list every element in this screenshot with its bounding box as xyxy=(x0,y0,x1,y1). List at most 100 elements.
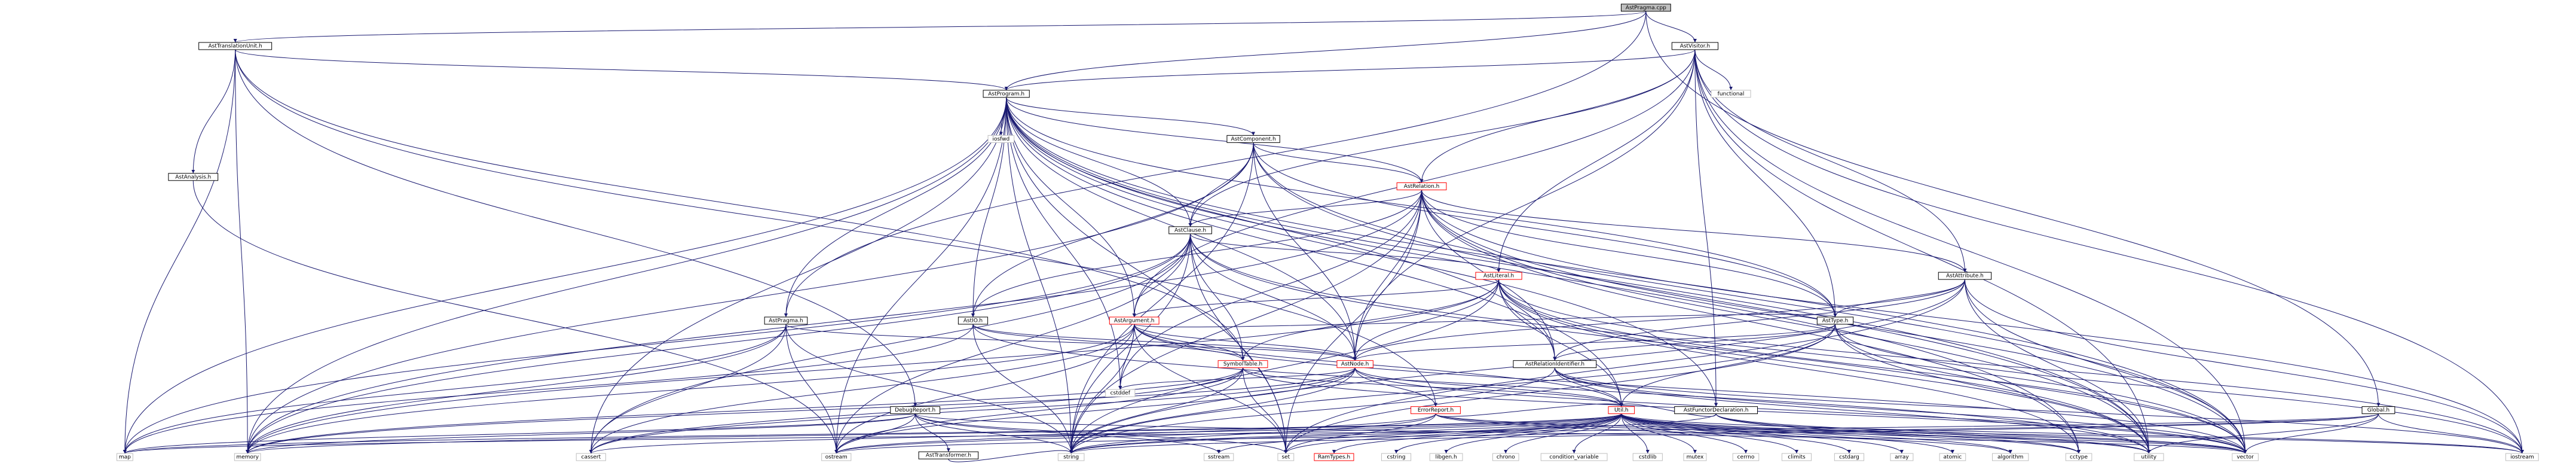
node-functional[interactable]: functional xyxy=(1711,90,1751,98)
node-memory[interactable]: memory xyxy=(234,453,261,461)
node-chrono[interactable]: chrono xyxy=(1492,453,1519,461)
node-ostream[interactable]: ostream xyxy=(821,453,852,461)
node-set[interactable]: set xyxy=(1277,453,1295,461)
node-analysis[interactable]: AstAnalysis.h xyxy=(168,173,219,181)
node-climits[interactable]: climits xyxy=(1781,453,1812,461)
node-box xyxy=(1711,90,1751,98)
node-relation[interactable]: AstRelation.h xyxy=(1396,182,1447,190)
node-string[interactable]: string xyxy=(1057,453,1085,461)
node-label: atomic xyxy=(1944,455,1962,461)
node-label: vector xyxy=(2237,455,2254,461)
node-symboltable[interactable]: SymbolTable.h xyxy=(1217,360,1268,368)
edge-util-to-ramtypes xyxy=(1332,413,1622,454)
node-program[interactable]: AstProgram.h xyxy=(983,90,1030,98)
node-label: functional xyxy=(1718,91,1745,97)
edge-relation-to-iostream xyxy=(1421,190,2524,454)
edge-util-to-utility xyxy=(1621,413,2151,454)
node-cstdarg[interactable]: cstdarg xyxy=(1834,453,1865,461)
edge-program-to-relation xyxy=(1006,97,1424,183)
edge-literal-to-memory xyxy=(246,279,1500,454)
node-box xyxy=(1429,453,1463,461)
node-box xyxy=(1217,360,1268,368)
node-box xyxy=(1620,4,1671,12)
node-cctype[interactable]: cctype xyxy=(2065,453,2092,461)
node-asttype[interactable]: AstType.h xyxy=(1816,316,1854,325)
node-attribute[interactable]: AstAttribute.h xyxy=(1938,272,1992,280)
node-debugreport[interactable]: DebugReport.h xyxy=(890,406,941,415)
node-label: AstTranslationUnit.h xyxy=(208,43,262,49)
node-label: AstTransformer.h xyxy=(926,453,971,459)
node-vector[interactable]: vector xyxy=(2232,453,2259,461)
edge-tu-to-program xyxy=(235,49,1008,91)
node-box xyxy=(198,42,273,50)
node-label: AstIO.h xyxy=(963,318,983,324)
edge-asttype-to-vector xyxy=(1835,324,2247,454)
node-label: utility xyxy=(2141,455,2157,461)
node-astio[interactable]: AstIO.h xyxy=(957,316,989,325)
edge-clause-to-map xyxy=(123,233,1191,454)
node-algorithm[interactable]: algorithm xyxy=(1992,453,2029,461)
node-atomic[interactable]: atomic xyxy=(1939,453,1966,461)
node-global[interactable]: Global.h xyxy=(2361,406,2396,415)
node-box xyxy=(1674,406,1758,415)
node-iosfwd[interactable]: iosfwd xyxy=(987,135,1015,143)
edge-symboltable-to-set xyxy=(1243,367,1288,454)
node-errorreport[interactable]: ErrorReport.h xyxy=(1411,406,1461,415)
node-label: RamTypes.h xyxy=(1318,455,1350,461)
node-clause[interactable]: AstClause.h xyxy=(1168,226,1212,234)
node-sstream[interactable]: sstream xyxy=(1204,453,1234,461)
node-cassert[interactable]: cassert xyxy=(576,453,606,461)
node-condvar[interactable]: condition_variable xyxy=(1540,453,1608,461)
node-box xyxy=(1109,316,1159,325)
node-cstddef[interactable]: cstddef xyxy=(1105,389,1136,397)
edge-astio-to-astnode xyxy=(972,324,1357,361)
edge-relation-to-cctype xyxy=(1421,190,2081,454)
node-component[interactable]: AstComponent.h xyxy=(1226,135,1280,143)
edge-argument-to-asttype xyxy=(1134,313,1837,328)
node-pragmah[interactable]: AstPragma.h xyxy=(764,316,808,325)
edge-astnode-to-util xyxy=(1354,367,1623,407)
node-functor[interactable]: AstFunctorDeclaration.h xyxy=(1674,406,1758,415)
node-literal[interactable]: AstLiteral.h xyxy=(1475,272,1522,280)
node-mutex[interactable]: mutex xyxy=(1683,453,1707,461)
node-label: AstRelationIdentifier.h xyxy=(1525,361,1584,367)
node-ramtypes[interactable]: RamTypes.h xyxy=(1314,453,1354,461)
edge-program-to-clause xyxy=(1006,97,1192,227)
node-cstdlib[interactable]: cstdlib xyxy=(1632,453,1663,461)
edge-argument-to-ostream xyxy=(834,324,1135,454)
node-visitor[interactable]: AstVisitor.h xyxy=(1671,42,1719,50)
node-astnode[interactable]: AstNode.h xyxy=(1336,360,1373,368)
node-label: climits xyxy=(1788,455,1806,461)
edge-clause-to-astnode xyxy=(1190,233,1357,361)
node-util[interactable]: Util.h xyxy=(1608,406,1635,415)
node-cerrno[interactable]: cerrno xyxy=(1732,453,1760,461)
node-label: array xyxy=(1895,455,1909,461)
node-array[interactable]: array xyxy=(1890,453,1914,461)
edge-global-to-map xyxy=(123,413,2379,454)
edge-relation-to-memory xyxy=(246,190,1422,454)
node-utility[interactable]: utility xyxy=(2134,453,2164,461)
node-libgen[interactable]: libgen.h xyxy=(1429,453,1463,461)
node-root[interactable]: AstPragma.cpp xyxy=(1620,4,1671,12)
edge-clause-to-utility xyxy=(1190,233,2151,454)
node-cstring[interactable]: cstring xyxy=(1381,453,1412,461)
node-transformer[interactable]: AstTransformer.h xyxy=(918,451,979,459)
node-box xyxy=(821,453,852,461)
edge-component-to-vector xyxy=(1253,142,2247,454)
node-label: iosfwd xyxy=(992,136,1009,142)
node-label: AstPragma.cpp xyxy=(1626,5,1666,11)
edge-debugreport-to-sstream xyxy=(914,413,1221,454)
node-tu[interactable]: AstTranslationUnit.h xyxy=(198,42,273,50)
edge-clause-to-argument xyxy=(1132,233,1191,317)
edge-argument-to-cassert xyxy=(589,324,1135,454)
node-relid[interactable]: AstRelationIdentifier.h xyxy=(1513,360,1597,368)
edge-program-to-pragmah xyxy=(784,97,1007,317)
node-argument[interactable]: AstArgument.h xyxy=(1109,316,1159,325)
edge-symboltable-to-string xyxy=(1069,367,1243,454)
edge-attribute-to-vector xyxy=(1964,279,2247,454)
edge-tu-to-analysis xyxy=(191,49,236,173)
node-iostream[interactable]: iostream xyxy=(2505,453,2539,461)
node-label: cstdlib xyxy=(1639,455,1657,461)
edge-util-to-mutex xyxy=(1621,413,1697,454)
node-map[interactable]: map xyxy=(117,453,133,461)
